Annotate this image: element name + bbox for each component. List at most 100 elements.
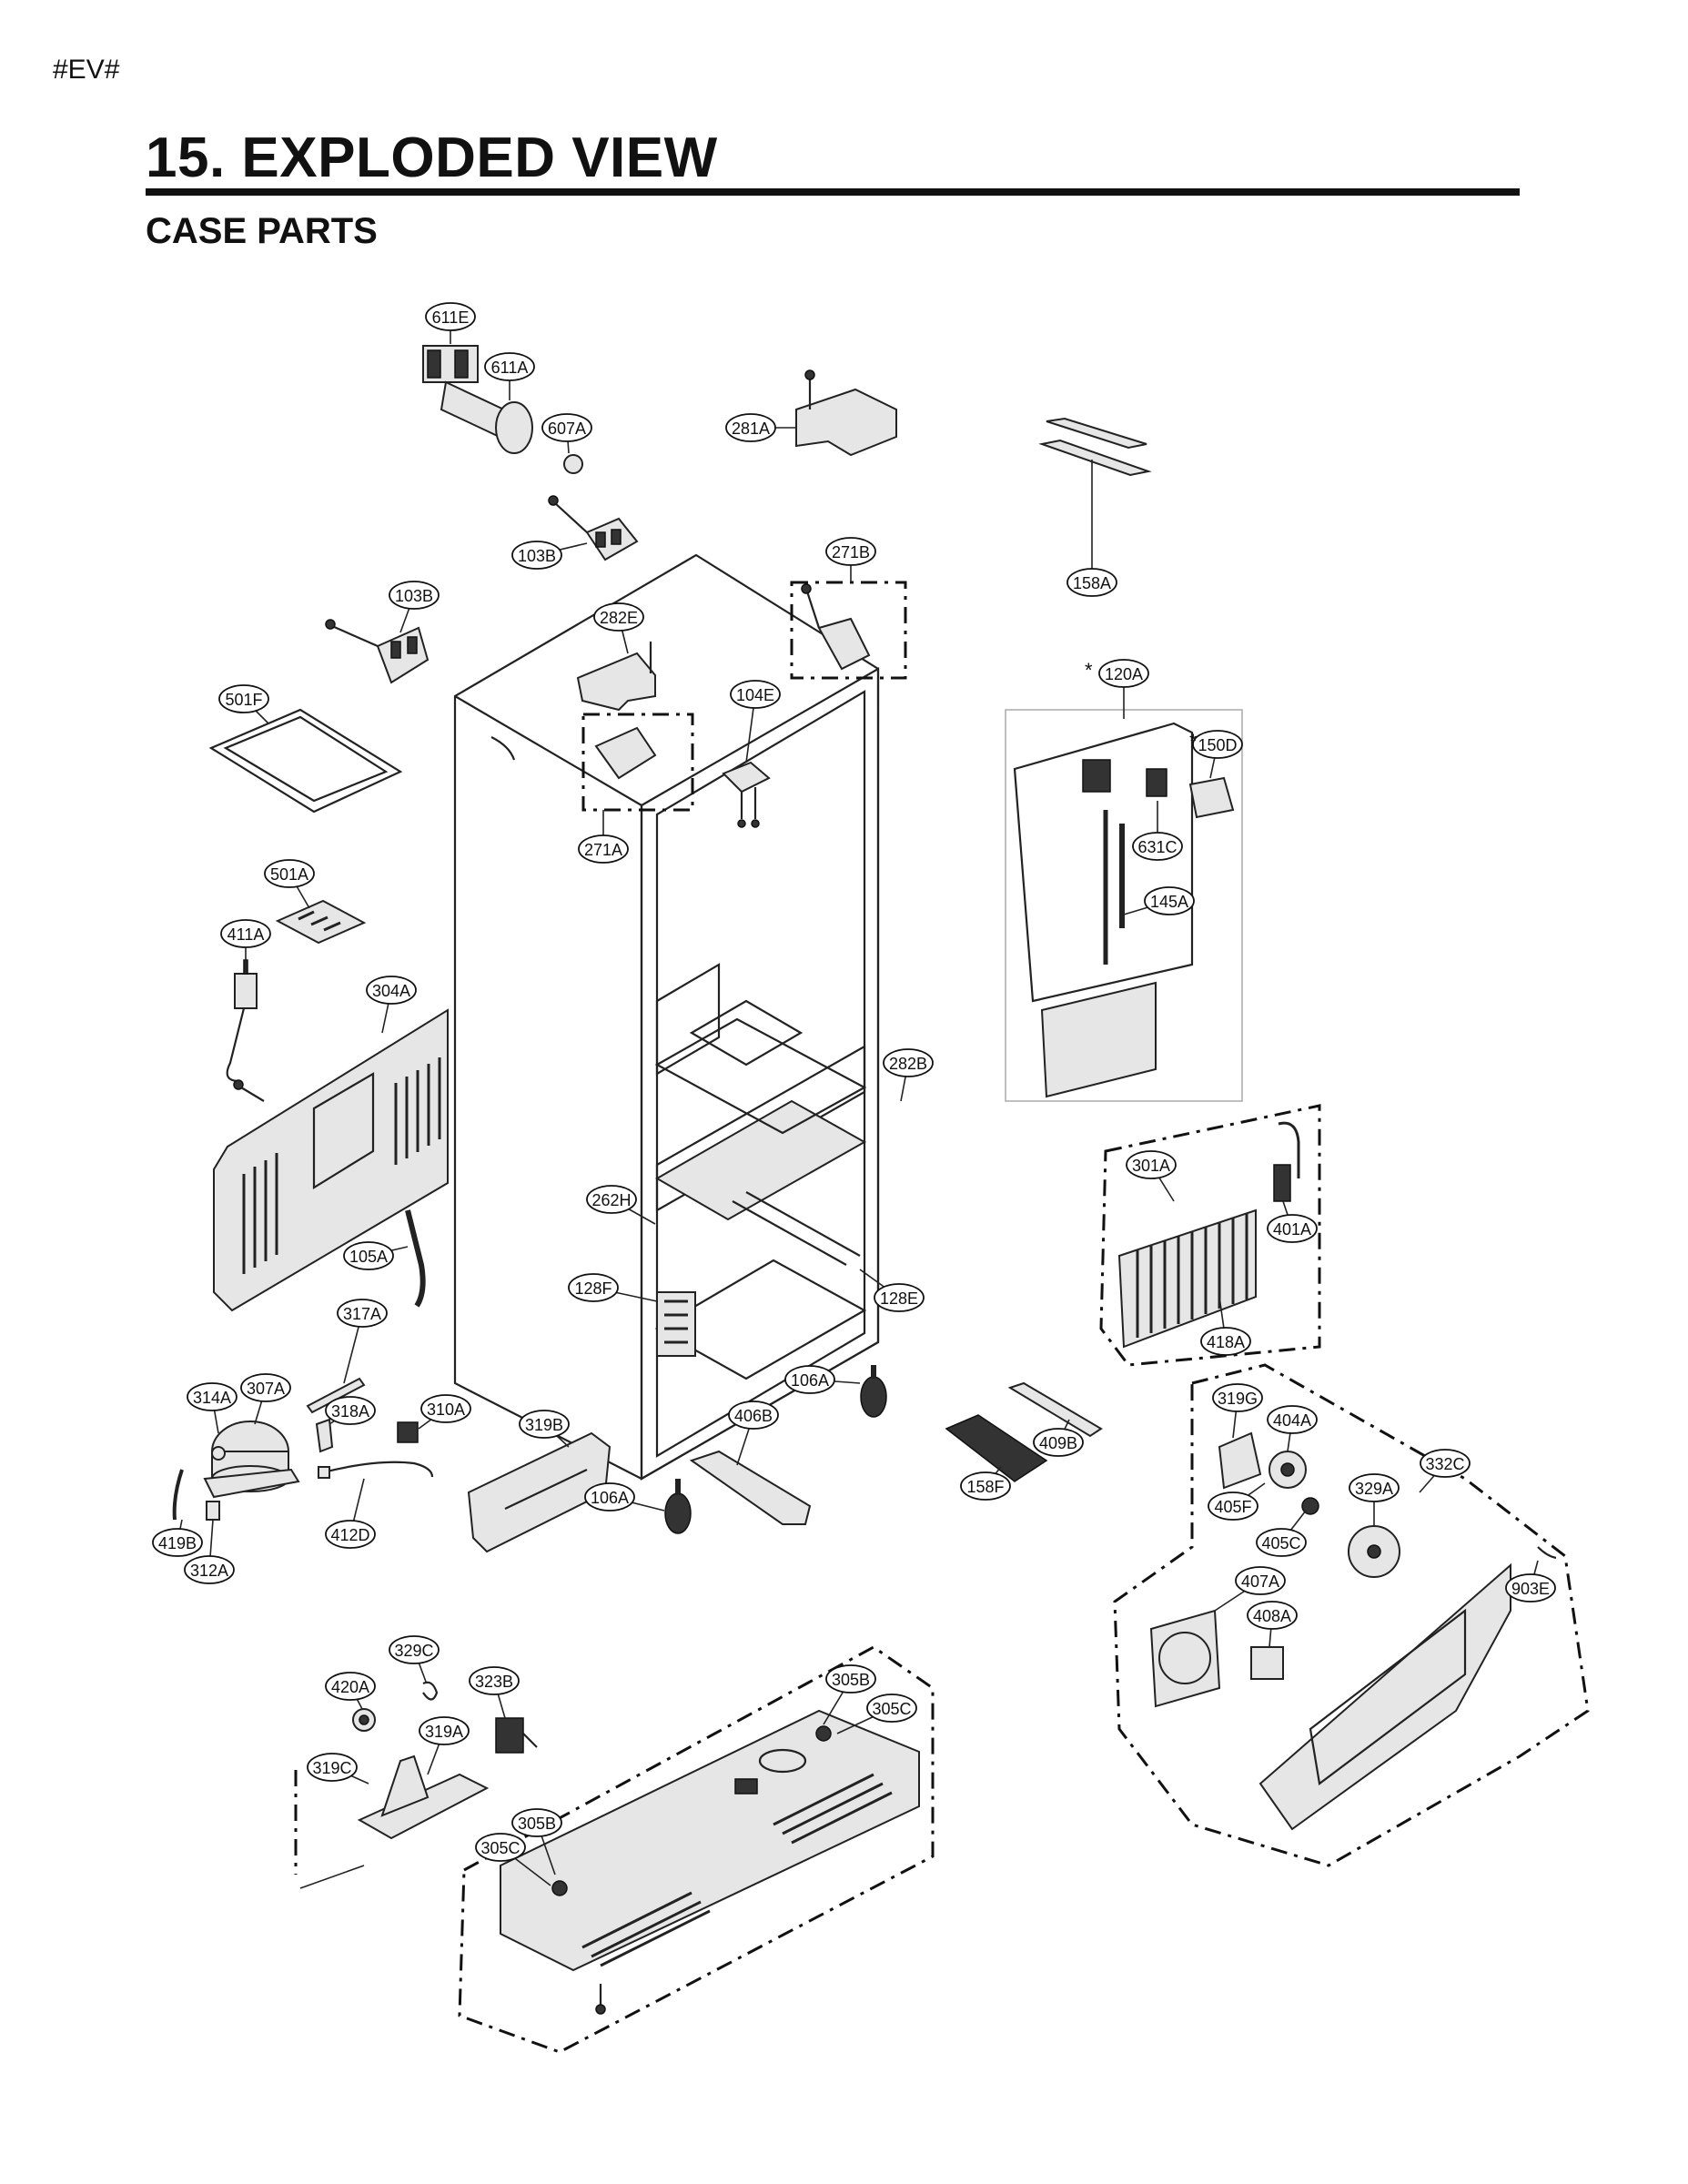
callout-271a: 271A bbox=[578, 810, 629, 864]
callout-text: 405F bbox=[1214, 1498, 1251, 1516]
callout-text: 319G bbox=[1218, 1390, 1258, 1408]
back-cover-304A bbox=[213, 1008, 449, 1312]
callout-319b: 319B bbox=[519, 1410, 570, 1448]
hinge-103B-left bbox=[325, 619, 430, 684]
callout-bubble bbox=[960, 1471, 1011, 1501]
callout-text: 409B bbox=[1039, 1434, 1077, 1452]
callout-319g: 319G bbox=[1212, 1383, 1263, 1439]
callout-text: 120A bbox=[1105, 665, 1143, 683]
callout-404a: 404A bbox=[1267, 1405, 1318, 1452]
callout-501a: 501A bbox=[264, 859, 315, 909]
callout-text: 305C bbox=[480, 1839, 520, 1857]
callout-text: 271B bbox=[832, 543, 870, 561]
callout-bubble bbox=[866, 1694, 917, 1723]
callout-text: 281A bbox=[732, 420, 770, 438]
pipe-419B bbox=[172, 1469, 184, 1521]
callout-bubble bbox=[1256, 1528, 1307, 1557]
callout-text: 305B bbox=[518, 1815, 556, 1833]
callout-text: 319C bbox=[312, 1759, 351, 1777]
base-plate bbox=[500, 1709, 920, 2015]
callout-bubble bbox=[184, 1555, 235, 1584]
part-150D bbox=[1188, 776, 1235, 819]
callout-631c: 631C bbox=[1132, 801, 1183, 861]
callout-text: 106A bbox=[791, 1371, 829, 1390]
page-tag: #EV# bbox=[53, 55, 120, 85]
callout-text: 262H bbox=[591, 1191, 631, 1209]
dash-box-271A bbox=[581, 713, 694, 812]
callout-text: 301A bbox=[1132, 1157, 1170, 1175]
callout-611a: 611A bbox=[484, 352, 535, 400]
callout-314a: 314A bbox=[187, 1382, 238, 1434]
callout-bubble bbox=[240, 1373, 291, 1402]
callout-271b: 271B bbox=[825, 537, 876, 582]
callout-405c: 405C bbox=[1256, 1510, 1307, 1557]
tube-105A bbox=[405, 1209, 426, 1308]
callout-bubble bbox=[1235, 1566, 1286, 1595]
part-318A bbox=[315, 1418, 334, 1453]
callout-bubble bbox=[511, 1808, 562, 1837]
callout-bubble bbox=[218, 684, 269, 713]
callout-text: 271A bbox=[584, 841, 622, 859]
callout-105a: 105A bbox=[343, 1241, 409, 1270]
callout-607a: 607A bbox=[541, 413, 592, 454]
part-903E bbox=[1537, 1546, 1557, 1560]
cover-332C bbox=[1258, 1562, 1511, 1831]
callout-120a: 120A bbox=[1098, 659, 1149, 719]
callout-text: 158A bbox=[1073, 574, 1111, 592]
callout-bubble bbox=[1066, 568, 1117, 597]
callout-text: 282E bbox=[600, 609, 638, 627]
callout-bubble bbox=[883, 1048, 934, 1077]
callout-bubble bbox=[366, 976, 417, 1005]
callout-329a: 329A bbox=[1349, 1473, 1400, 1526]
callout-bubble bbox=[425, 302, 476, 331]
callout-301a: 301A bbox=[1126, 1150, 1177, 1202]
callout-103b-left: 103B bbox=[389, 581, 440, 633]
callout-bubble bbox=[593, 602, 644, 632]
callout-text: 282B bbox=[889, 1055, 927, 1073]
callout-332c: 332C bbox=[1419, 1449, 1471, 1493]
dash-box-271B bbox=[790, 581, 907, 680]
callout-text: 611A bbox=[491, 359, 529, 377]
dash-box-base bbox=[458, 1645, 935, 2054]
callout-text: 329C bbox=[394, 1642, 433, 1660]
bracket-104E bbox=[722, 761, 771, 828]
part-420A bbox=[352, 1708, 376, 1732]
hinge-611E-assembly bbox=[422, 345, 583, 474]
callout-bubble bbox=[325, 1672, 376, 1701]
callout-bubble bbox=[1212, 1383, 1263, 1412]
grille-158F bbox=[945, 1414, 1048, 1482]
callout-bubble bbox=[1208, 1491, 1258, 1521]
heater-401A bbox=[1273, 1121, 1300, 1202]
fan-404A bbox=[1269, 1451, 1307, 1489]
callout-128e: 128E bbox=[859, 1269, 925, 1312]
dash-box-fan bbox=[1113, 1363, 1590, 1867]
section-subtitle: CASE PARTS bbox=[146, 211, 378, 251]
callout-408a: 408A bbox=[1247, 1601, 1298, 1648]
callout-text: 329A bbox=[1355, 1480, 1393, 1498]
callout-405f: 405F bbox=[1208, 1482, 1266, 1521]
callout-bubble bbox=[1505, 1573, 1556, 1603]
callout-319a: 319A bbox=[419, 1716, 470, 1775]
callout-text: 103B bbox=[395, 587, 433, 605]
callout-bubble bbox=[307, 1753, 358, 1782]
callout-text: 310A bbox=[427, 1400, 465, 1419]
callout-412d: 412D bbox=[325, 1478, 376, 1549]
hinge-103B-top bbox=[548, 495, 639, 561]
callout-150d: 150D bbox=[1192, 730, 1243, 779]
foot-106A-right bbox=[860, 1365, 887, 1418]
callout-419b: 419B bbox=[152, 1519, 203, 1557]
callout-bubble bbox=[325, 1520, 376, 1549]
callout-bubble bbox=[541, 413, 592, 442]
callout-text: 319A bbox=[425, 1723, 463, 1741]
callout-317a: 317A bbox=[337, 1299, 388, 1384]
callout-409b: 409B bbox=[1033, 1419, 1084, 1457]
callout-bubble bbox=[152, 1528, 203, 1557]
fan-blade-329A bbox=[1348, 1525, 1400, 1578]
foot-106A-left bbox=[664, 1479, 692, 1534]
callout-262h: 262H bbox=[586, 1185, 656, 1225]
part-329C bbox=[422, 1681, 439, 1701]
callout-305c-r: 305C bbox=[836, 1694, 917, 1734]
callout-text: 404A bbox=[1273, 1411, 1311, 1430]
